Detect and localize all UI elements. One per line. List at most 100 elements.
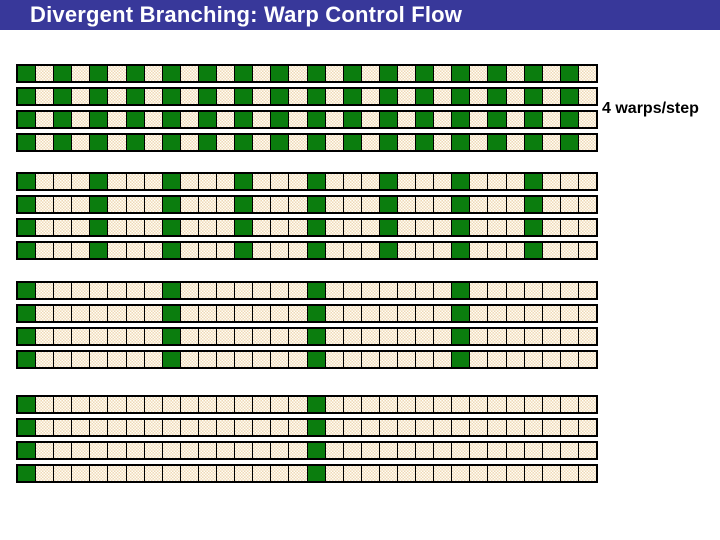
inactive-thread-cell (143, 197, 162, 212)
inactive-thread-cell (360, 352, 379, 367)
active-thread-cell (306, 443, 325, 458)
inactive-thread-cell (342, 220, 361, 235)
inactive-thread-cell (125, 306, 144, 321)
active-thread-cell (451, 89, 470, 104)
active-thread-cell (306, 135, 325, 150)
inactive-thread-cell (125, 352, 144, 367)
inactive-thread-cell (415, 329, 434, 344)
inactive-thread-cell (252, 89, 271, 104)
active-thread-cell (270, 112, 289, 127)
inactive-thread-cell (35, 220, 54, 235)
warp-step-block-1 (16, 64, 598, 152)
inactive-thread-cell (541, 443, 560, 458)
inactive-thread-cell (433, 283, 452, 298)
active-thread-cell (306, 174, 325, 189)
inactive-thread-cell (541, 135, 560, 150)
inactive-thread-cell (197, 329, 217, 344)
inactive-thread-cell (270, 306, 289, 321)
inactive-thread-cell (35, 306, 54, 321)
active-thread-cell (415, 135, 434, 150)
inactive-thread-cell (270, 466, 289, 481)
inactive-thread-cell (35, 135, 54, 150)
inactive-thread-cell (433, 112, 452, 127)
inactive-thread-cell (487, 197, 506, 212)
active-thread-cell (378, 135, 397, 150)
inactive-thread-cell (179, 66, 198, 81)
inactive-thread-cell (71, 466, 90, 481)
inactive-thread-cell (396, 135, 416, 150)
inactive-thread-cell (342, 352, 361, 367)
active-thread-cell (559, 66, 578, 81)
inactive-thread-cell (396, 197, 416, 212)
inactive-thread-cell (360, 243, 379, 258)
inactive-thread-cell (53, 174, 72, 189)
inactive-thread-cell (378, 397, 397, 412)
inactive-thread-cell (324, 329, 343, 344)
inactive-thread-cell (252, 306, 271, 321)
inactive-thread-cell (433, 243, 452, 258)
inactive-thread-cell (143, 420, 162, 435)
inactive-thread-cell (252, 329, 271, 344)
inactive-thread-cell (143, 283, 162, 298)
warp-step-block-2 (16, 172, 598, 260)
inactive-thread-cell (577, 89, 596, 104)
inactive-thread-cell (35, 243, 54, 258)
active-thread-cell (89, 89, 108, 104)
inactive-thread-cell (505, 352, 524, 367)
inactive-thread-cell (541, 420, 560, 435)
active-thread-cell (451, 329, 470, 344)
title-bar: Divergent Branching: Warp Control Flow (0, 0, 720, 30)
inactive-thread-cell (107, 283, 126, 298)
active-thread-cell (125, 135, 144, 150)
inactive-thread-cell (577, 352, 596, 367)
active-thread-cell (161, 89, 180, 104)
active-thread-cell (161, 283, 180, 298)
active-thread-cell (378, 89, 397, 104)
slide-title: Divergent Branching: Warp Control Flow (30, 2, 463, 27)
inactive-thread-cell (469, 306, 488, 321)
active-thread-cell (523, 135, 542, 150)
inactive-thread-cell (89, 283, 108, 298)
warp-row (16, 241, 598, 260)
active-thread-cell (18, 197, 36, 212)
inactive-thread-cell (252, 283, 271, 298)
inactive-thread-cell (505, 306, 524, 321)
inactive-thread-cell (143, 352, 162, 367)
inactive-thread-cell (324, 466, 343, 481)
active-thread-cell (306, 329, 325, 344)
inactive-thread-cell (577, 243, 596, 258)
inactive-thread-cell (523, 466, 542, 481)
inactive-thread-cell (487, 174, 506, 189)
inactive-thread-cell (252, 243, 271, 258)
inactive-thread-cell (197, 443, 217, 458)
inactive-thread-cell (469, 66, 488, 81)
inactive-thread-cell (396, 283, 416, 298)
inactive-thread-cell (197, 174, 217, 189)
inactive-thread-cell (53, 420, 72, 435)
inactive-thread-cell (35, 89, 54, 104)
active-thread-cell (234, 197, 253, 212)
inactive-thread-cell (288, 306, 307, 321)
active-thread-cell (161, 243, 180, 258)
inactive-thread-cell (53, 443, 72, 458)
inactive-thread-cell (541, 220, 560, 235)
inactive-thread-cell (288, 466, 307, 481)
active-thread-cell (234, 135, 253, 150)
inactive-thread-cell (523, 329, 542, 344)
inactive-thread-cell (71, 220, 90, 235)
inactive-thread-cell (125, 220, 144, 235)
inactive-thread-cell (396, 220, 416, 235)
inactive-thread-cell (216, 443, 235, 458)
inactive-thread-cell (270, 397, 289, 412)
active-thread-cell (18, 352, 36, 367)
inactive-thread-cell (324, 66, 343, 81)
inactive-thread-cell (433, 197, 452, 212)
inactive-thread-cell (577, 174, 596, 189)
inactive-thread-cell (415, 466, 434, 481)
inactive-thread-cell (161, 443, 180, 458)
inactive-thread-cell (505, 466, 524, 481)
active-thread-cell (342, 66, 361, 81)
inactive-thread-cell (559, 329, 578, 344)
inactive-thread-cell (342, 329, 361, 344)
inactive-thread-cell (360, 420, 379, 435)
